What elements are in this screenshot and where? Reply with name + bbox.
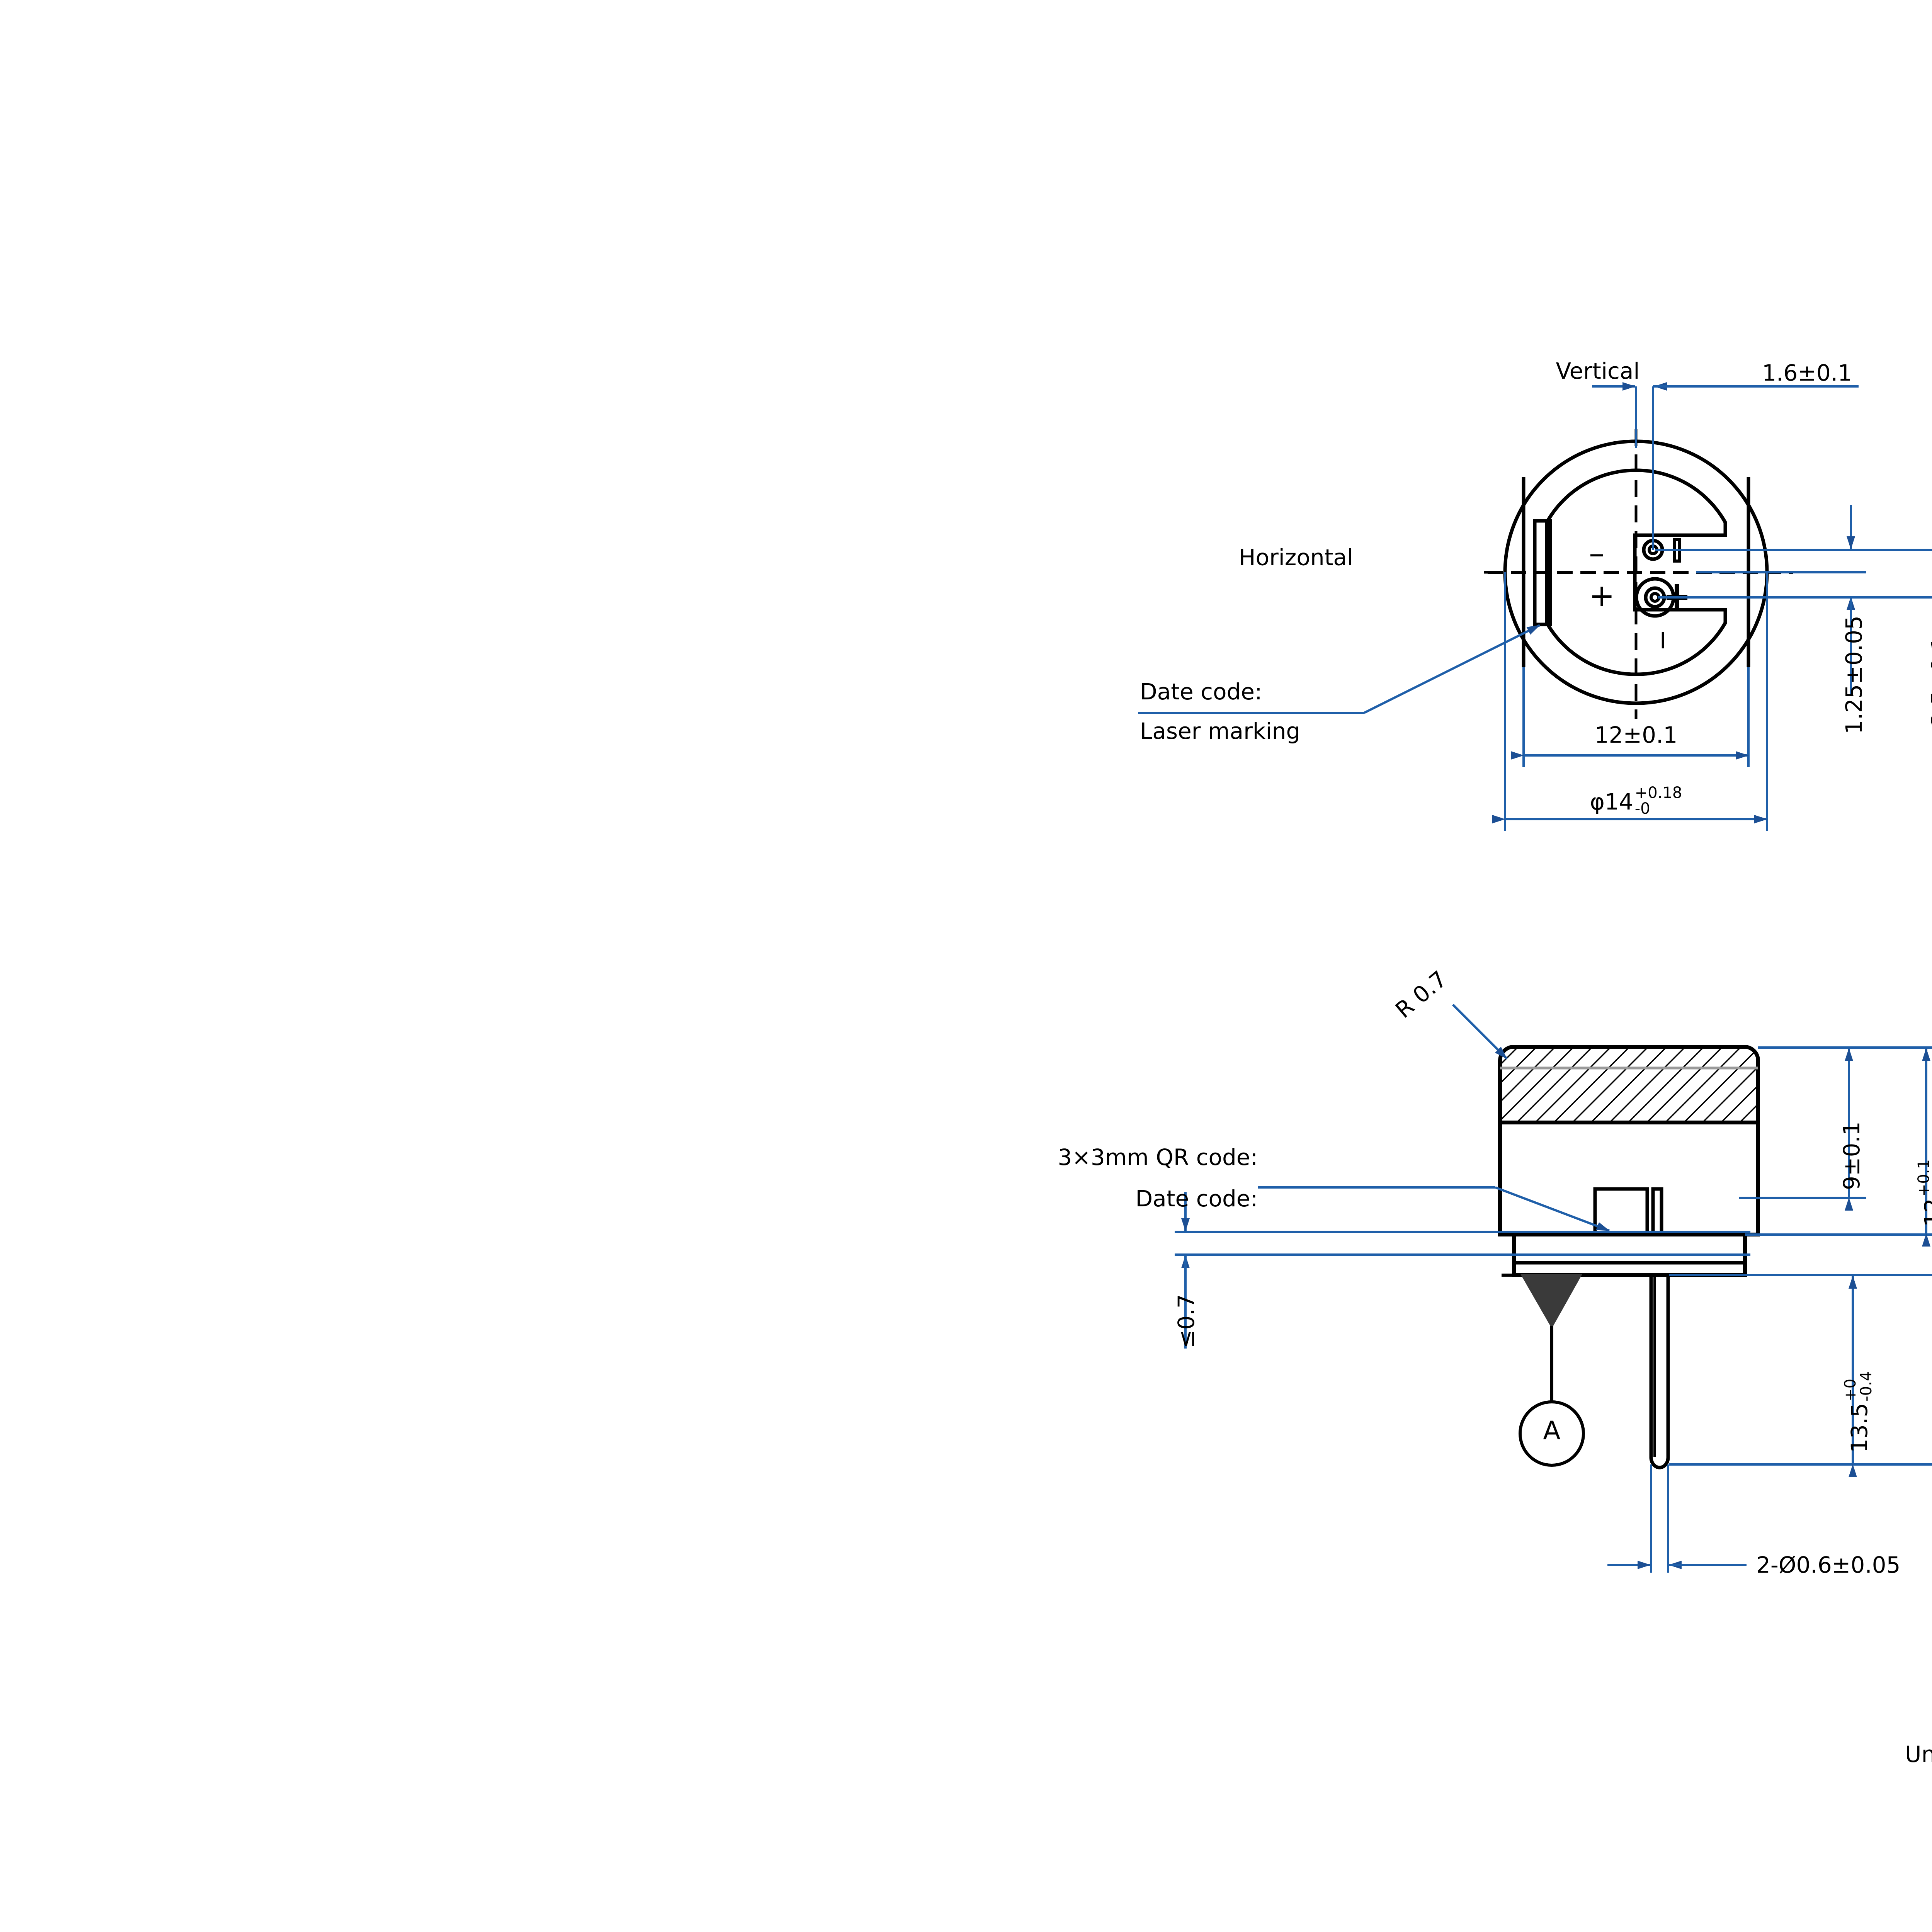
label-laser-marking: Laser marking (1140, 718, 1301, 744)
dim-flat-width: 12±0.1 (1594, 722, 1678, 748)
radius-leader (1452, 1003, 1508, 1060)
side-view-dimensions (1175, 1003, 1932, 1573)
detail-bubble-letter: A (1543, 1416, 1561, 1446)
polarity-plus-mark: + (1589, 578, 1615, 614)
top-view-geometry (1488, 429, 1793, 719)
dim-total-body-height-tolerance: +0.1-0.2 (1915, 1159, 1932, 1197)
dim-total-body-height: 12+0.1-0.2 (1915, 1159, 1932, 1227)
dim-pin-length-tolerance: +0-0.4 (1842, 1371, 1875, 1401)
dim-pin-length: 13.5+0-0.4 (1842, 1371, 1876, 1453)
detail-callout-A (1502, 1274, 1588, 1467)
dim-outer-diameter: φ14+0.18-0 (1590, 784, 1682, 818)
dim-outer-diameter-value: φ14 (1590, 789, 1633, 815)
dim-outer-diameter-tolerance: +0.18-0 (1634, 784, 1682, 818)
date-code-bar (1651, 1187, 1663, 1236)
detail-arrow-filled (1520, 1274, 1583, 1329)
label-qr-code: 3×3mm QR code: (1058, 1144, 1258, 1170)
dim-pin-spacing-total: 2.5±0.1 (1927, 636, 1932, 726)
label-date-code-side: Date code: (1135, 1185, 1258, 1212)
pin-index-mark: I (1660, 628, 1667, 654)
top-view-leader-datecode (1138, 624, 1541, 714)
detail-bubble (1519, 1400, 1585, 1467)
inner-cap-outline (1545, 468, 1727, 676)
body-outline (1498, 1121, 1760, 1236)
dim-pin-diameter: 2-Ø0.6±0.05 (1756, 1552, 1901, 1578)
unit-note: Unit: mm (1905, 1741, 1932, 1767)
dim-pin-spacing-upper: 1.25±0.05 (1841, 616, 1867, 734)
dim-pin-offset-horizontal: 1.6±0.1 (1762, 360, 1852, 386)
dim-total-body-height-value: 12 (1920, 1198, 1932, 1227)
label-vertical: Vertical (1556, 358, 1640, 384)
dim-pin-length-value: 13.5 (1846, 1403, 1873, 1453)
label-horizontal: Horizontal (1238, 544, 1353, 571)
polarity-minus-mark: – (1589, 535, 1604, 571)
top-view-dimensions (1492, 382, 1932, 831)
label-date-code-top: Date code: (1140, 679, 1262, 705)
dim-flange-thickness: ≤0.7 (1173, 1294, 1199, 1349)
cap-section (1498, 1045, 1760, 1124)
pin-outline (1649, 1273, 1670, 1469)
dim-cap-height: 9±0.1 (1838, 1121, 1865, 1190)
